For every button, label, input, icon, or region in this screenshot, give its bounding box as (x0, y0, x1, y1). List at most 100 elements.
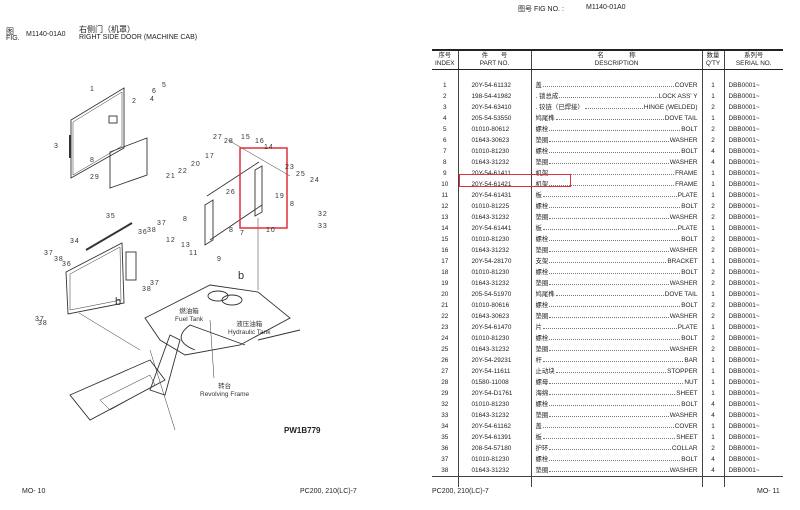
description-en: LOCK ASS' Y (658, 93, 698, 100)
description-en: FRAME (675, 181, 698, 188)
row-part-no: 20Y-54-63410 (457, 102, 532, 113)
revolving-frame-en: Revolving Frame (200, 391, 250, 398)
fig-no: M1140-01A0 (586, 4, 626, 11)
row-part-no: 01010-81230 (457, 146, 532, 157)
callout-number: 29 (90, 174, 100, 181)
row-qty: 2 (701, 201, 725, 212)
row-part-no: 01010-81230 (457, 399, 532, 410)
row-part-no: 01643-31232 (457, 212, 532, 223)
description-en: COVER (674, 82, 698, 89)
row-qty: 1 (701, 322, 725, 333)
row-serial-no: DBB0001~ (723, 168, 783, 179)
description-en: BOLT (681, 148, 698, 155)
row-serial-no: DBB0001~ (723, 190, 783, 201)
row-qty: 1 (701, 256, 725, 267)
description-en: DOVE TAIL (664, 291, 698, 298)
row-serial-no: DBB0001~ (723, 124, 783, 135)
row-index: 8 (432, 157, 459, 168)
description-cn: 垫圈 (535, 467, 549, 474)
row-index: 3 (432, 102, 459, 113)
description-cn: 螺栓 (535, 302, 549, 309)
description-cn: 垫圈 (535, 214, 549, 221)
callout-number: 37 (35, 316, 45, 323)
row-part-no: 01643-31232 (457, 157, 532, 168)
description-en: WASHER (669, 280, 698, 287)
description-en: WASHER (669, 467, 698, 474)
row-serial-no: DBB0001~ (723, 399, 783, 410)
row-index: 33 (432, 410, 459, 421)
description-en: BOLT (681, 126, 698, 133)
description-en: COVER (674, 423, 698, 430)
row-qty: 2 (701, 278, 725, 289)
row-qty: 4 (701, 157, 725, 168)
exploded-parts-diagram (65, 87, 301, 431)
description-en: BOLT (681, 236, 698, 243)
row-index: 11 (432, 190, 459, 201)
door-cover-drawing (70, 87, 125, 179)
callout-number: 23 (285, 164, 295, 171)
description-en: HINGE (WELDED) (643, 104, 698, 111)
row-serial-no: DBB0001~ (723, 135, 783, 146)
row-qty: 1 (701, 355, 725, 366)
row-serial-no: DBB0001~ (723, 146, 783, 157)
callout-number: 21 (166, 173, 176, 180)
callout-number: b (238, 270, 246, 282)
callout-number: 38 (142, 286, 152, 293)
row-part-no: 01010-80612 (457, 124, 532, 135)
row-part-no: 20Y-54-29231 (457, 355, 532, 366)
description-en: BOLT (681, 269, 698, 276)
callout-number: 8 (290, 201, 295, 208)
row-qty: 1 (701, 80, 725, 91)
row-description: 螺栓 BOLT (530, 124, 703, 135)
callout-number: 37 (44, 250, 54, 257)
row-qty: 2 (701, 333, 725, 344)
row-serial-no: DBB0001~ (723, 80, 783, 91)
row-index: 36 (432, 443, 459, 454)
description-cn: 螺栓 (535, 126, 549, 133)
row-part-no: 01643-31232 (457, 278, 532, 289)
row-qty: 2 (701, 245, 725, 256)
row-index: 22 (432, 311, 459, 322)
row-serial-no: DBB0001~ (723, 454, 783, 465)
callout-number: 12 (166, 237, 176, 244)
description-cn: 垫圈 (535, 159, 549, 166)
row-index: 1 (432, 80, 459, 91)
callout-number: 37 (157, 220, 167, 227)
row-part-no: 01010-81230 (457, 454, 532, 465)
hydraulic-tank-en: Hydraulic Tank (228, 329, 271, 336)
description-en: SHEET (676, 434, 698, 441)
callout-number: 17 (205, 153, 215, 160)
frame-10-drawing (254, 165, 263, 217)
cover-34-drawing (65, 242, 125, 315)
description-cn: 螺母 (535, 379, 549, 386)
row-qty: 1 (701, 432, 725, 443)
description-cn: 螺栓 (535, 203, 549, 210)
row-index: 15 (432, 234, 459, 245)
callout-number: 8 (229, 227, 234, 234)
callout-number: 11 (189, 250, 199, 257)
callout-number: 22 (178, 168, 188, 175)
callout-number: 26 (226, 189, 236, 196)
callout-number: 36 (62, 261, 72, 268)
description-cn: 垫圈 (535, 280, 549, 287)
row-qty: 4 (701, 146, 725, 157)
description-en: BAR (684, 357, 698, 364)
figure-title-en: RIGHT SIDE DOOR (MACHINE CAB) (79, 34, 198, 41)
callout-number: 34 (70, 238, 80, 245)
